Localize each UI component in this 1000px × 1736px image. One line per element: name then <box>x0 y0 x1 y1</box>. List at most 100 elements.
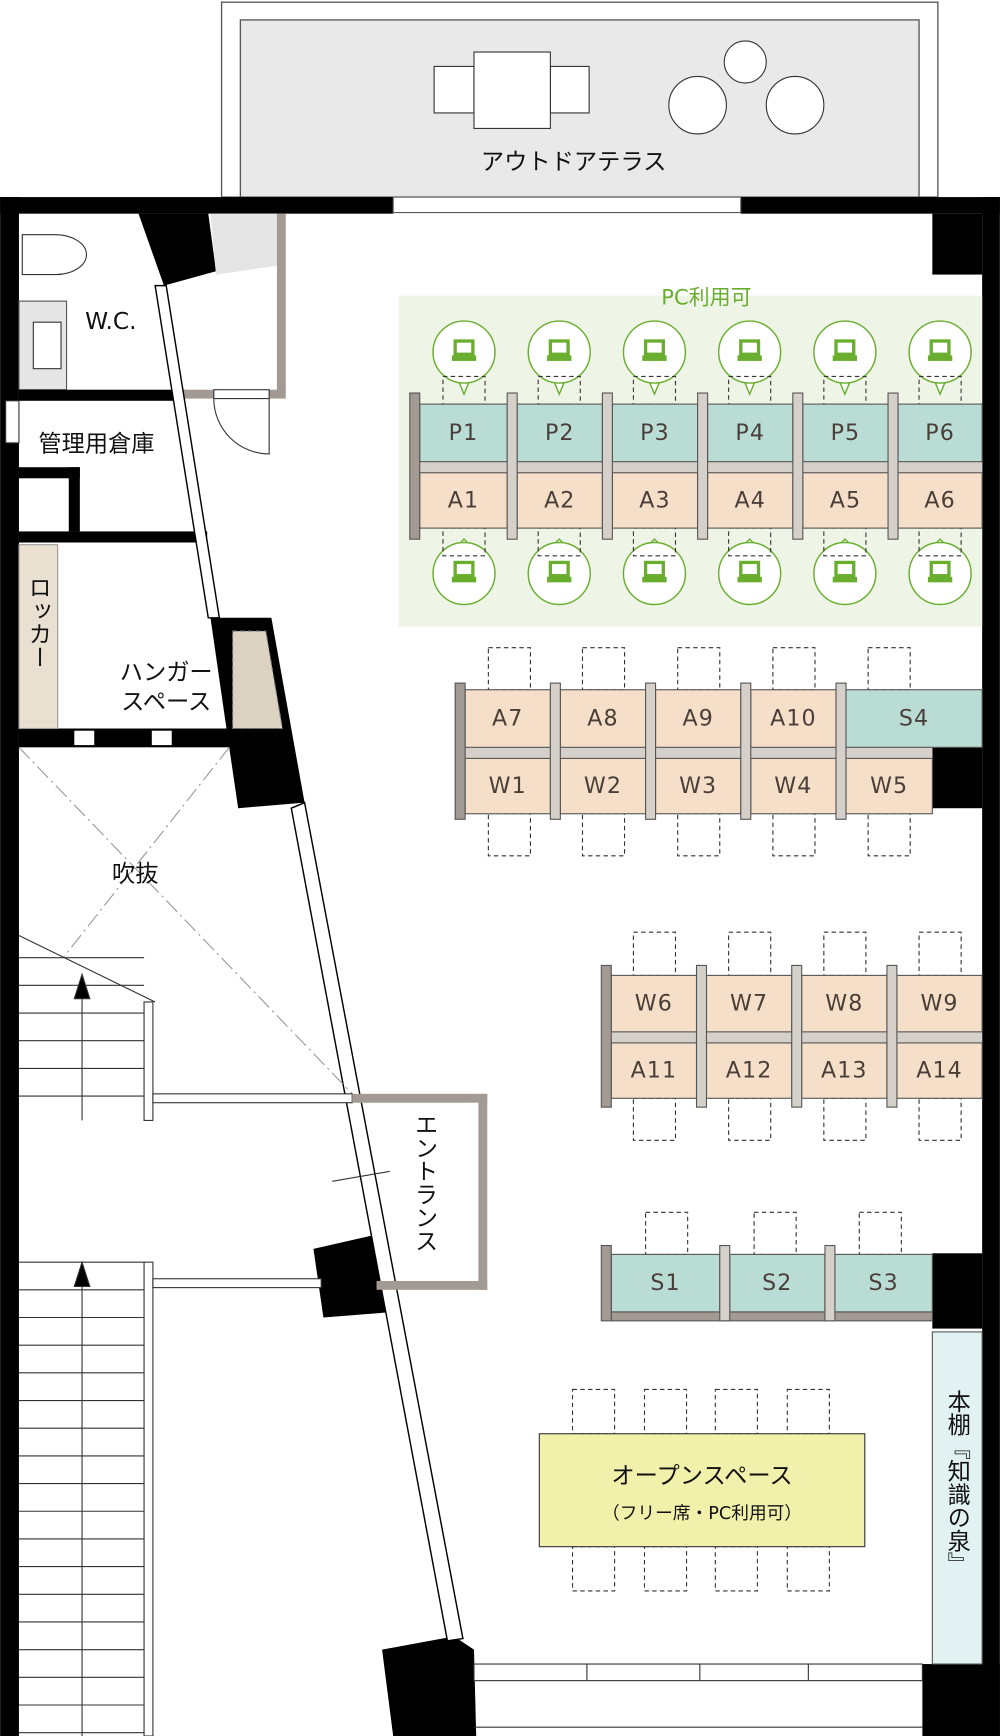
seat-w8[interactable]: W8 <box>801 974 888 1033</box>
seat-label: W4 <box>774 773 812 799</box>
seat-label: A8 <box>587 706 618 732</box>
partition <box>887 392 899 540</box>
bookshelf[interactable]: 本棚『知識の泉』 <box>931 1331 983 1665</box>
seat-p5[interactable]: P5 <box>802 403 889 463</box>
seat-label: A5 <box>830 487 861 513</box>
seat-label: A6 <box>924 487 955 513</box>
seat-s1[interactable]: S1 <box>610 1253 721 1313</box>
locker[interactable]: ロッカー <box>18 544 59 730</box>
terrace-round-seat <box>765 75 825 135</box>
seat-w5[interactable]: W5 <box>845 757 933 815</box>
seat-p3[interactable]: P3 <box>611 403 699 463</box>
chair <box>823 527 867 557</box>
partition <box>791 964 803 1108</box>
chair <box>728 1097 772 1141</box>
seat-a13[interactable]: A13 <box>801 1042 888 1099</box>
chair <box>571 1388 616 1435</box>
seat-label: P1 <box>449 420 479 446</box>
seat-p6[interactable]: P6 <box>897 403 983 463</box>
outdoor-terrace[interactable]: アウトドアテラス <box>220 1 939 198</box>
sink-icon <box>32 321 62 370</box>
seat-label: W6 <box>635 991 673 1017</box>
pc-available-bubble <box>622 538 687 606</box>
hanger-space[interactable]: ハンガー スペース <box>120 630 284 730</box>
partition <box>824 1244 836 1322</box>
chair <box>858 1211 902 1255</box>
partition <box>740 682 752 820</box>
chair <box>918 527 962 557</box>
seat-label: A1 <box>448 487 479 513</box>
chair <box>632 375 677 405</box>
seat-w9[interactable]: W9 <box>896 974 983 1033</box>
seat-a9[interactable]: A9 <box>655 689 742 748</box>
partition <box>601 392 613 540</box>
seat-a3[interactable]: A3 <box>611 472 699 529</box>
chair <box>823 1097 867 1141</box>
seat-label: A10 <box>770 706 817 732</box>
seat-s2[interactable]: S2 <box>729 1253 826 1313</box>
seat-w6[interactable]: W6 <box>610 974 698 1033</box>
chair <box>823 931 867 976</box>
chair <box>677 813 721 857</box>
hanger-label-line1: ハンガー <box>120 659 213 686</box>
seat-a8[interactable]: A8 <box>559 689 647 748</box>
seat-label: S3 <box>868 1270 898 1296</box>
seat-a12[interactable]: A12 <box>705 1042 793 1099</box>
pc-available-bubble <box>813 538 877 606</box>
seat-w4[interactable]: W4 <box>750 757 837 815</box>
chair <box>442 527 486 557</box>
seat-a5[interactable]: A5 <box>802 472 889 529</box>
laptop-icon <box>737 560 762 583</box>
seat-a14[interactable]: A14 <box>896 1042 983 1099</box>
void-area[interactable] <box>18 746 355 1097</box>
seat-w2[interactable]: W2 <box>559 757 647 815</box>
seat-a6[interactable]: A6 <box>897 472 983 529</box>
seat-p4[interactable]: P4 <box>707 403 794 463</box>
staircase[interactable] <box>18 935 156 1736</box>
seat-label: S4 <box>899 706 929 732</box>
partition <box>835 682 847 820</box>
seat-a1[interactable]: A1 <box>419 472 508 529</box>
chair <box>714 1546 758 1592</box>
partition <box>719 1244 731 1322</box>
slanted-glass-wall <box>154 284 464 1642</box>
seat-w1[interactable]: W1 <box>464 757 551 815</box>
laptop-icon <box>451 560 477 583</box>
terrace-table <box>473 51 551 129</box>
seat-s4[interactable]: S4 <box>845 689 983 748</box>
partition <box>697 392 709 540</box>
chair <box>571 1546 616 1592</box>
laptop-icon <box>927 339 953 361</box>
partition <box>600 964 612 1108</box>
partition <box>506 392 518 540</box>
chair <box>643 1546 688 1592</box>
seat-label: A11 <box>631 1058 678 1084</box>
seat-w3[interactable]: W3 <box>655 757 742 815</box>
entrance[interactable]: エントランス <box>332 1093 488 1290</box>
seat-a2[interactable]: A2 <box>516 472 603 529</box>
seat-label: W1 <box>489 773 527 799</box>
seat-a7[interactable]: A7 <box>464 689 551 748</box>
partition <box>409 392 421 540</box>
seat-w7[interactable]: W7 <box>705 974 793 1033</box>
open-space-table[interactable]: オープンスペース （フリー席・PC利用可） <box>538 1433 866 1548</box>
laptop-icon <box>832 560 858 583</box>
seat-a11[interactable]: A11 <box>610 1042 698 1099</box>
seat-p2[interactable]: P2 <box>516 403 603 463</box>
seat-a10[interactable]: A10 <box>750 689 837 748</box>
seat-p1[interactable]: P1 <box>419 403 508 463</box>
toilet-icon <box>21 234 87 276</box>
partition <box>600 1244 612 1322</box>
storage-label[interactable]: 管理用倉庫 <box>38 431 154 458</box>
restroom[interactable]: W.C. <box>18 234 137 391</box>
seat-label: P2 <box>545 420 575 446</box>
seat-label: W7 <box>730 991 768 1017</box>
chair <box>753 1211 797 1255</box>
pc-available-bubble <box>717 320 782 397</box>
seat-a4[interactable]: A4 <box>707 472 794 529</box>
front-window <box>473 1663 923 1728</box>
stair-rail <box>143 1261 154 1736</box>
chair <box>918 375 962 405</box>
seat-s3[interactable]: S3 <box>834 1253 933 1313</box>
laptop-icon <box>547 339 572 361</box>
